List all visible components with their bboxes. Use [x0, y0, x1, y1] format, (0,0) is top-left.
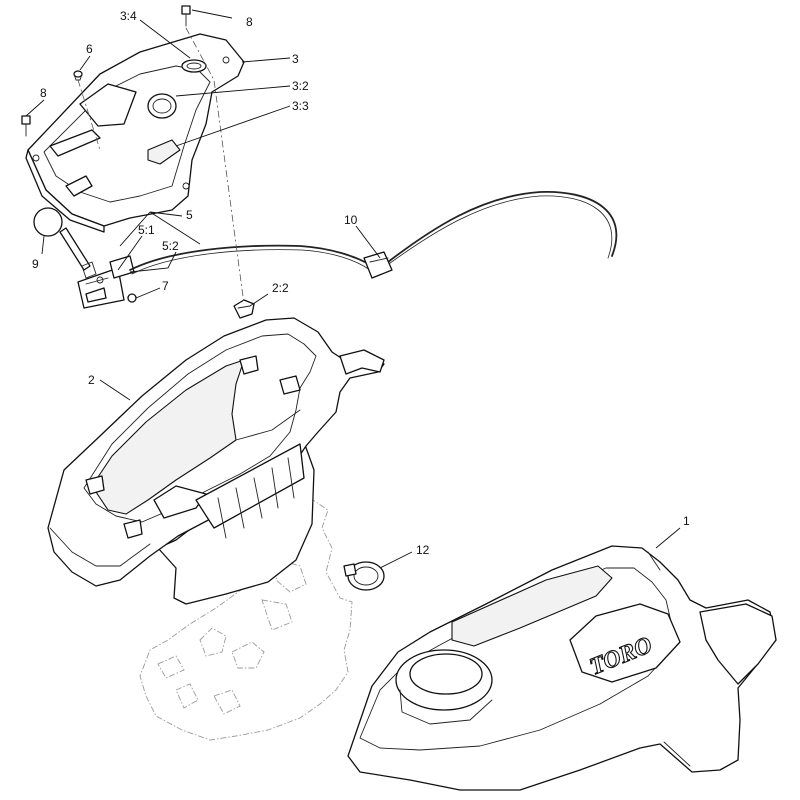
leader-10	[355, 225, 381, 259]
leader-8-top	[191, 9, 233, 19]
leader-5-bracket	[119, 211, 201, 247]
leader-5-1	[117, 235, 143, 271]
cable-part-10	[129, 191, 618, 279]
callout-8-top: 8	[246, 15, 253, 29]
leader-12	[379, 551, 413, 569]
leader-5-2	[129, 251, 177, 273]
callout-5-2: 5:2	[162, 239, 179, 253]
leader-3-3	[175, 105, 291, 147]
control-knob-part-9	[33, 207, 91, 271]
leader-8-left	[25, 99, 45, 117]
callout-2-2: 2:2	[272, 281, 289, 295]
callout-9: 9	[32, 257, 39, 271]
lower-housing-part-2	[47, 317, 385, 605]
clip-part-2-2	[233, 299, 255, 319]
screw-8-top	[181, 5, 191, 27]
callout-3: 3	[292, 52, 299, 66]
cap-part-12	[343, 561, 385, 591]
leader-3-2	[175, 85, 291, 97]
top-shroud-part-1	[347, 545, 777, 791]
leader-2	[99, 379, 131, 401]
callout-1: 1	[683, 514, 690, 528]
centerline-6	[77, 79, 101, 151]
leader-7	[135, 287, 161, 299]
callout-8-left: 8	[40, 86, 47, 100]
leader-3-4	[139, 19, 191, 59]
nut-7	[127, 293, 137, 303]
leader-9	[41, 235, 45, 255]
callout-5: 5	[186, 208, 193, 222]
leader-3	[241, 57, 291, 63]
upper-panel-part-3	[25, 33, 245, 233]
callout-7: 7	[162, 279, 169, 293]
callout-12: 12	[416, 543, 430, 557]
callout-labels: 8 3:4 3 3:2 3:3 6 8 5 5:1 5:2 9 7 10 2:2…	[32, 9, 690, 557]
callout-3-4: 3:4	[120, 9, 137, 23]
callout-2: 2	[88, 373, 95, 387]
callout-3-3: 3:3	[292, 99, 309, 113]
lever-assembly-part-5	[77, 255, 135, 309]
callout-5-1: 5:1	[138, 223, 155, 237]
leader-2-2	[249, 293, 269, 307]
centerline-3-to-2-2	[185, 27, 245, 305]
leader-1	[655, 527, 681, 549]
screw-8-left	[21, 115, 31, 137]
callout-6: 6	[86, 42, 93, 56]
callout-10: 10	[344, 213, 358, 227]
plug-6	[73, 70, 83, 81]
leader-6	[79, 55, 91, 71]
callout-3-2: 3:2	[292, 79, 309, 93]
leader-lines	[25, 9, 681, 569]
